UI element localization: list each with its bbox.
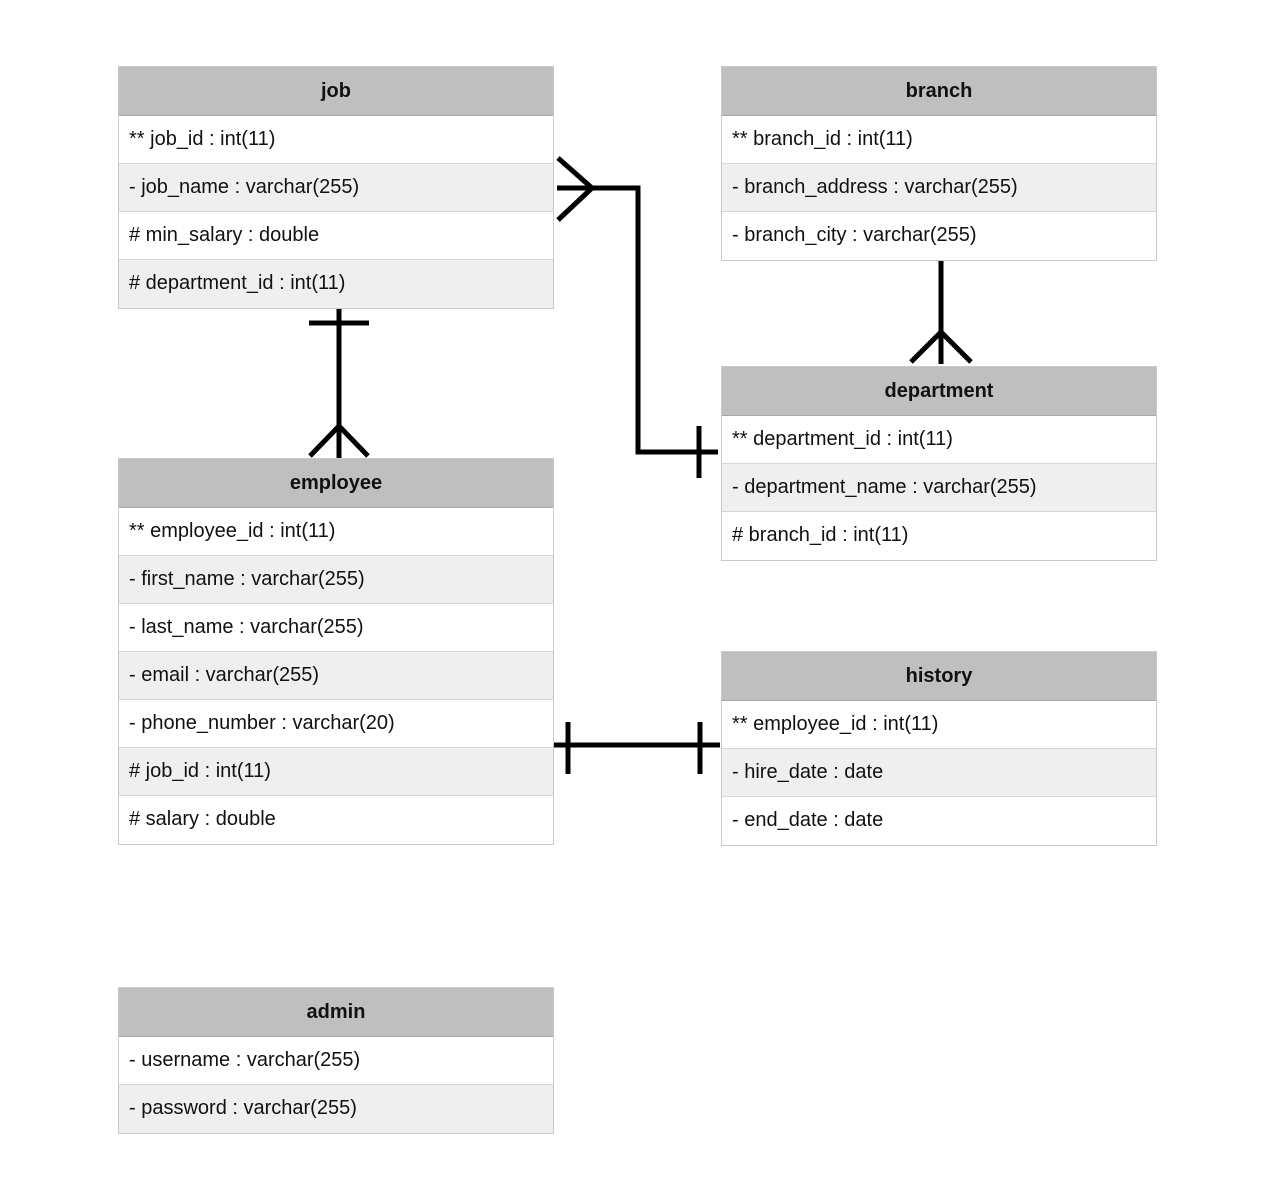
field-row: - end_date : date [732, 809, 884, 831]
field-row: ** employee_id : int(11) [119, 508, 553, 556]
field-row: # job_id : int(11) [119, 748, 553, 796]
field-row: ** employee_id : int(11) [722, 701, 1156, 749]
field-row: - hire_date : date [722, 749, 1156, 797]
entity-employee[interactable]: employee ** employee_id : int(11)- first… [118, 458, 554, 845]
entity-title: employee [119, 459, 553, 508]
entity-department[interactable]: department ** department_id : int(11)- d… [721, 366, 1157, 561]
connector-branch-department [909, 261, 973, 364]
field-list: ** job_id : int(11)- job_name : varchar(… [119, 116, 553, 308]
field-list: ** branch_id : int(11)- branch_address :… [722, 116, 1156, 260]
entity-title: job [119, 67, 553, 116]
field-row: - username : varchar(255) [119, 1037, 553, 1085]
connector-job-department [556, 156, 718, 478]
field-row: - branch_city : varchar(255) [732, 224, 977, 246]
entity-history[interactable]: history ** employee_id : int(11)- hire_d… [721, 651, 1157, 846]
field-row: - email : varchar(255) [119, 652, 553, 700]
entity-title: branch [722, 67, 1156, 116]
field-row: # min_salary : double [119, 212, 553, 260]
field-row: ** job_id : int(11) [119, 116, 553, 164]
entity-branch[interactable]: branch ** branch_id : int(11)- branch_ad… [721, 66, 1157, 261]
field-row: # department_id : int(11) [119, 260, 553, 308]
connector-employee-history [554, 722, 720, 774]
entity-title: admin [119, 988, 553, 1037]
field-row: - job_name : varchar(255) [119, 164, 553, 212]
entity-title: history [722, 652, 1156, 701]
entity-job[interactable]: job ** job_id : int(11)- job_name : varc… [118, 66, 554, 309]
field-list: - username : varchar(255)- password : va… [119, 1037, 553, 1133]
field-row: - first_name : varchar(255) [119, 556, 553, 604]
field-row: ** branch_id : int(11) [722, 116, 1156, 164]
field-row: - last_name : varchar(255) [119, 604, 553, 652]
field-row: # salary : double [129, 808, 276, 830]
field-row: - password : varchar(255) [119, 1085, 553, 1133]
field-row: ** department_id : int(11) [722, 416, 1156, 464]
field-list: ** employee_id : int(11)- first_name : v… [119, 508, 553, 844]
field-list: ** department_id : int(11)- department_n… [722, 416, 1156, 560]
field-row: - department_name : varchar(255) [722, 464, 1156, 512]
entity-admin[interactable]: admin - username : varchar(255)- passwor… [118, 987, 554, 1134]
field-row: # branch_id : int(11) [732, 524, 909, 546]
entity-title: department [722, 367, 1156, 416]
field-row: - branch_address : varchar(255) [722, 164, 1156, 212]
connector-job-employee [308, 306, 370, 458]
field-list: ** employee_id : int(11)- hire_date : da… [722, 701, 1156, 845]
field-row: - phone_number : varchar(20) [119, 700, 553, 748]
